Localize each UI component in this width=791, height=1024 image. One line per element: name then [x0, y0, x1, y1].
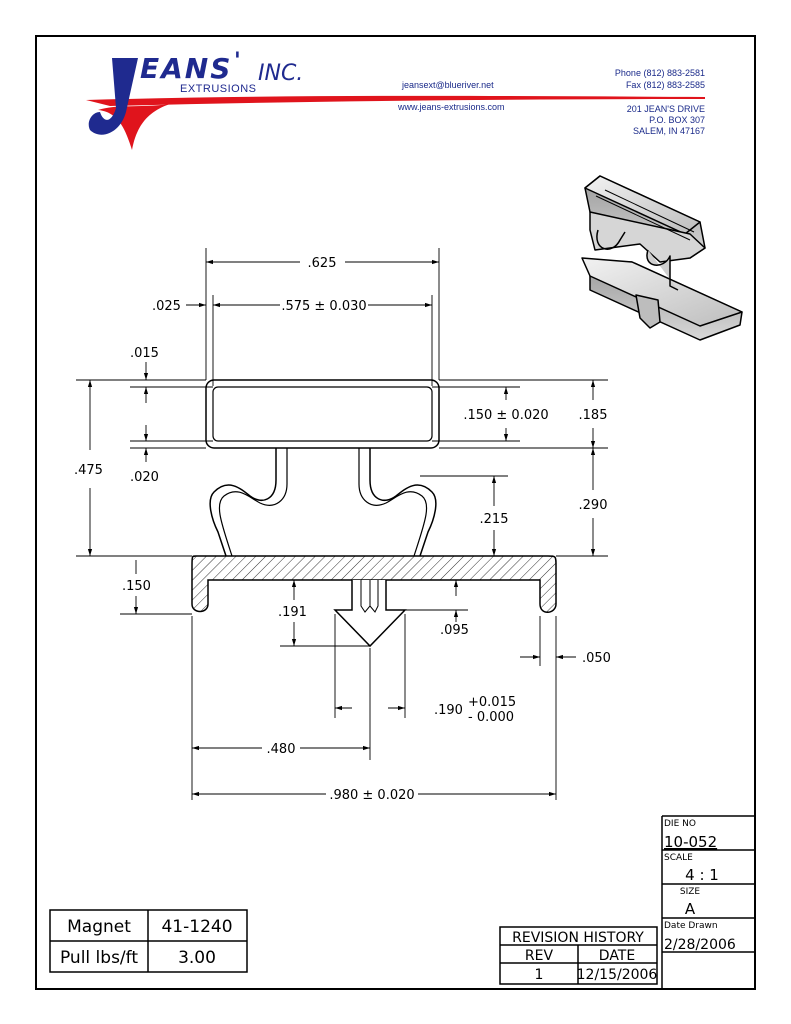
die-no-value: 10-052	[664, 833, 717, 851]
scale-label: SCALE	[664, 853, 693, 863]
dim-lip-thickness: .050	[582, 651, 611, 666]
logo-j-letter	[88, 58, 138, 135]
dim-leg-depth: .191	[278, 605, 307, 620]
dim-overall-top-width: .625	[308, 256, 337, 271]
logo-name: EANS	[140, 52, 232, 85]
profile-base	[191, 555, 557, 613]
dim-wall-thickness: .025	[152, 299, 181, 314]
dim-inner-height: .150 ± 0.020	[463, 408, 548, 423]
profile-top-outer	[205, 379, 440, 449]
dim-barb-width: .190	[434, 703, 463, 718]
company-website: www.jeans-extrusions.com	[397, 102, 505, 112]
company-address-1: 201 JEAN'S DRIVE	[627, 104, 705, 114]
profile-top-inner	[212, 386, 433, 442]
dim-body-height: .290	[579, 498, 608, 513]
revision-history-table	[499, 926, 658, 985]
dim-inner-width: .575 ± 0.030	[281, 299, 366, 314]
specs-table	[49, 909, 248, 973]
profile-left-lobe	[209, 448, 277, 557]
profile-left-lobe-inner	[218, 448, 288, 557]
date-drawn-label: Date Drawn	[664, 921, 718, 931]
dim-bottom-wall: .020	[130, 470, 159, 485]
company-address-3: SALEM, IN 47167	[633, 126, 705, 136]
date-drawn-value: 2/28/2006	[664, 937, 736, 953]
spec-pull-value: 3.00	[178, 948, 216, 968]
profile-right-lobe	[369, 448, 437, 557]
logo-apostrophe: '	[234, 49, 241, 74]
dim-total-height: .475	[74, 463, 103, 478]
sheet-border	[35, 35, 756, 990]
company-email: jeansext@blueriver.net	[401, 80, 494, 90]
dim-overall-width: .980 ± 0.020	[329, 788, 414, 803]
dim-top-wall: .015	[130, 346, 159, 361]
spec-magnet-value: 41-1240	[161, 917, 232, 937]
cross-section-profile	[191, 379, 557, 648]
dimension-lines	[76, 248, 608, 800]
dim-top-height: .185	[579, 408, 608, 423]
dim-barb-depth: .095	[440, 623, 469, 638]
dim-lobe-height: .215	[480, 512, 509, 527]
logo-suffix: INC.	[258, 61, 303, 86]
logo-red-swoosh	[86, 95, 705, 106]
company-fax: Fax (812) 883-2585	[626, 80, 705, 90]
isometric-view	[581, 175, 743, 341]
logo-division: EXTRUSIONS	[180, 83, 257, 95]
dim-barb-tol-minus: - 0.000	[468, 710, 514, 725]
revision-row-rev: 1	[535, 967, 544, 983]
spec-magnet-label: Magnet	[67, 917, 131, 937]
dim-leg-offset: .480	[267, 742, 296, 757]
company-logo: EANS ' INC. EXTRUSIONS	[86, 49, 705, 150]
die-no-label: DIE NO	[664, 819, 696, 829]
dim-barb-tol-plus: +0.015	[468, 695, 516, 710]
size-value: A	[685, 900, 696, 918]
dimension-labels: .625 .025 .575 ± 0.030 .015 .150 ± 0.020…	[74, 256, 611, 803]
profile-right-lobe-inner	[358, 448, 428, 557]
size-label: SIZE	[680, 887, 701, 897]
title-block	[661, 815, 755, 989]
spec-pull-label: Pull lbs/ft	[60, 948, 138, 968]
revision-col-date: DATE	[599, 948, 635, 964]
dim-base-height: .150	[122, 579, 151, 594]
scale-value: 4 : 1	[685, 866, 719, 884]
revision-row-date: 12/15/2006	[577, 967, 658, 983]
revision-history-title: REVISION HISTORY	[512, 930, 644, 946]
company-address-2: P.O. BOX 307	[649, 115, 705, 125]
revision-col-rev: REV	[525, 948, 554, 964]
company-phone: Phone (812) 883-2581	[615, 68, 705, 78]
